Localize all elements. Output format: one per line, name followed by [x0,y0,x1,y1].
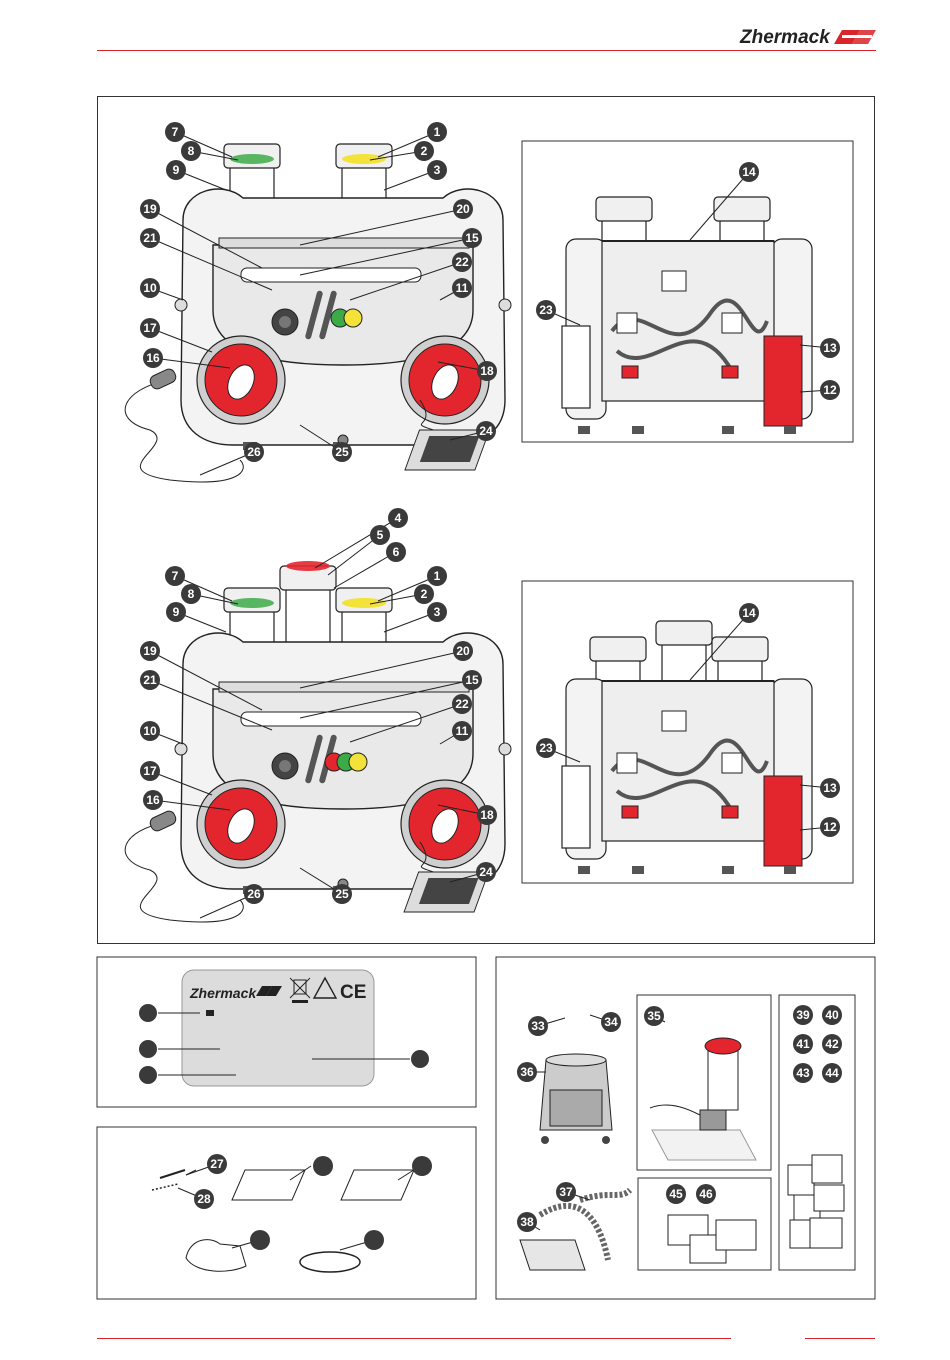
accessories-left-frame [97,1127,476,1299]
callout-number: 4 [395,511,402,525]
callout-number: 14 [742,165,756,179]
ce-mark: CE [340,982,366,1003]
callout-number: 39 [796,1008,810,1022]
callout-number: 18 [480,364,494,378]
callout-number: 12 [823,820,837,834]
callout-number: 13 [823,341,837,355]
callout-number: 36 [520,1065,534,1079]
callout-number: 28 [197,1192,211,1206]
callout-number: 2 [421,587,428,601]
label-callout-2 [139,1040,157,1058]
callout-number: 15 [465,673,479,687]
machine-front-view-top [125,144,511,482]
manufacturer-icon [206,1010,214,1016]
callout-number: 17 [143,321,157,335]
callout-number: 16 [146,793,160,807]
callout-number: 1 [434,125,441,139]
callout-number: 18 [480,808,494,822]
callout-number: 1 [434,569,441,583]
callout-number: 11 [456,281,469,295]
callout-number: 21 [143,231,157,245]
callout-number: 26 [247,887,261,901]
callout-number: 24 [479,424,493,438]
callout-number: 5 [377,528,384,542]
label-callout-3 [139,1066,157,1084]
callout-number: 42 [825,1037,839,1051]
callout-number: 7 [172,569,179,583]
callout-number: 6 [393,545,400,559]
label-callout-1 [139,1004,157,1022]
callout-number: 17 [143,764,157,778]
callout-number: 10 [143,281,157,295]
vacuum-illustration [540,1054,612,1144]
callout-number: 22 [455,255,469,269]
callout-number: 21 [143,673,157,687]
callout-number: 43 [796,1066,810,1080]
callout-number: 25 [335,887,349,901]
callout-number: 8 [188,144,195,158]
callout-number: 38 [520,1215,534,1229]
callout-number: 2 [421,144,428,158]
callout-number: 23 [539,741,553,755]
callout-number: 19 [143,644,157,658]
hose-callout [364,1230,384,1250]
callout-number: 41 [796,1037,810,1051]
callout-number: 35 [647,1009,661,1023]
callout-number: 7 [172,125,179,139]
callout-number: 26 [247,445,261,459]
callout-number: 23 [539,303,553,317]
sheet-a-callout [313,1156,333,1176]
callout-number: 13 [823,781,837,795]
callout-number: 9 [173,605,180,619]
callout-number: 33 [531,1019,545,1033]
callout-number: 10 [143,724,157,738]
label-plate-brand: Zhermack [189,985,257,1001]
callout-number: 20 [456,202,470,216]
callout-number: 3 [434,605,441,619]
callout-number: 46 [699,1187,713,1201]
callout-number: 27 [210,1157,224,1171]
callout-number: 37 [559,1185,573,1199]
callout-number: 34 [604,1015,618,1029]
sheet-b-illustration [341,1170,414,1200]
callout-number: 3 [434,163,441,177]
callout-number: 40 [825,1008,839,1022]
callout-number: 8 [188,587,195,601]
footer-rule-left [97,1338,731,1339]
callout-leader-line [334,552,396,588]
sheet-a-illustration [232,1170,305,1200]
footer-rule-right [805,1338,875,1339]
label-callout-4 [411,1050,429,1068]
callout-number: 44 [825,1066,839,1080]
callout-number: 25 [335,445,349,459]
callout-number: 14 [742,606,756,620]
callout-number: 16 [146,351,160,365]
callout-number: 15 [465,231,479,245]
callout-number: 20 [456,644,470,658]
callout-number: 22 [455,697,469,711]
callout-number: 45 [669,1187,683,1201]
callout-number: 19 [143,202,157,216]
callout-number: 12 [823,383,837,397]
gloves-callout [250,1230,270,1250]
callout-number: 11 [456,724,469,738]
sheet-b-callout [412,1156,432,1176]
callout-number: 9 [173,163,180,177]
callout-number: 24 [479,865,493,879]
